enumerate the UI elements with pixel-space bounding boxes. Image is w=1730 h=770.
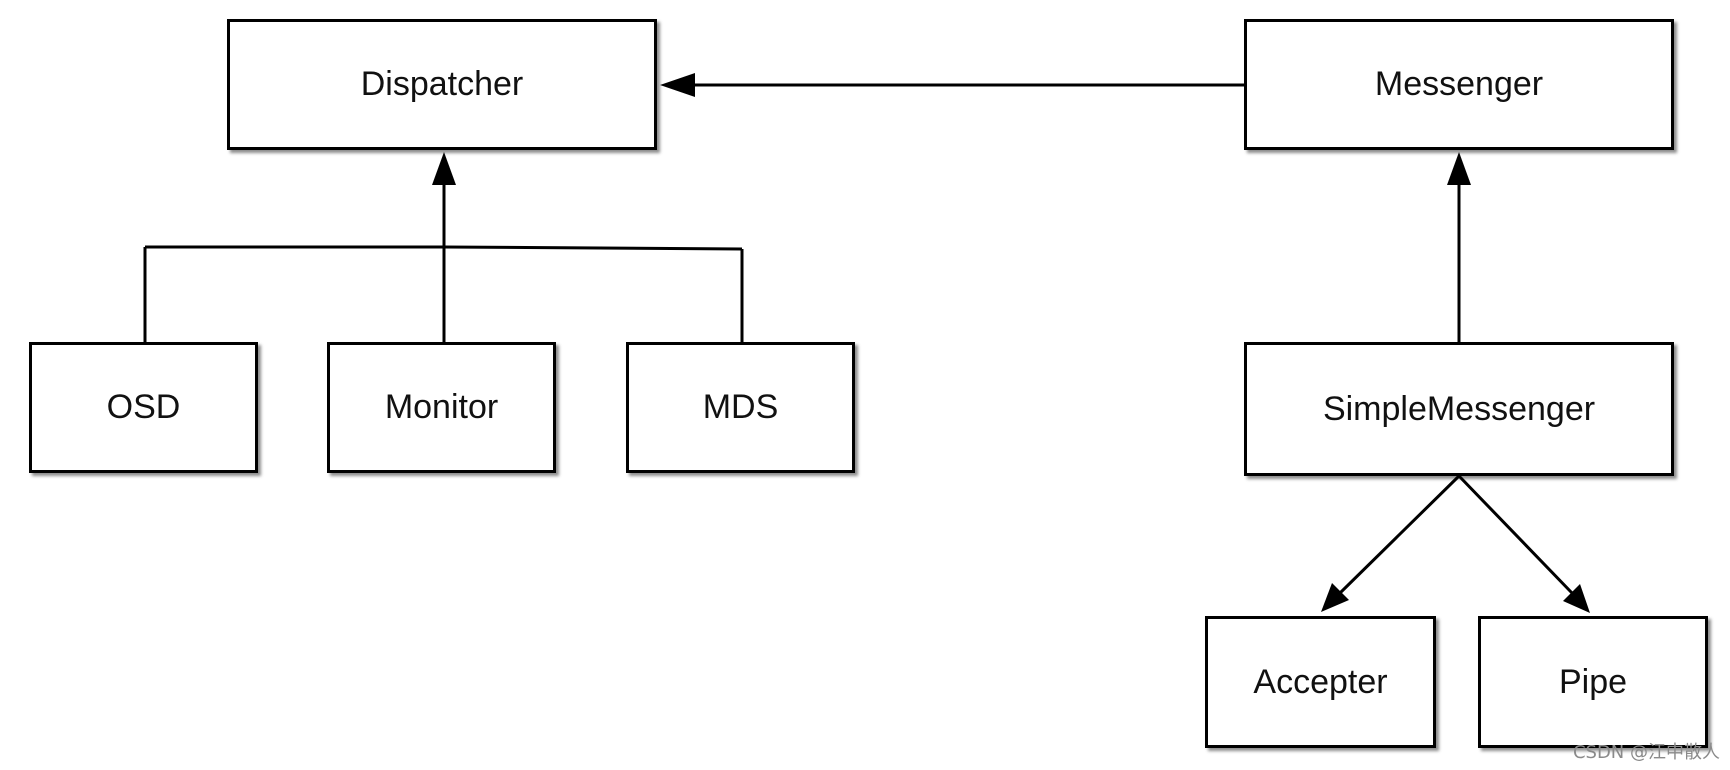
arrowhead-accepter xyxy=(1321,583,1349,612)
messenger-label: Messenger xyxy=(1374,65,1544,103)
arrowhead-dispatcher-left xyxy=(660,73,695,97)
watermark-text: CSDN @江中散人 xyxy=(1572,742,1720,763)
mds-box: MDS xyxy=(626,342,855,473)
pipe-box: Pipe xyxy=(1478,616,1708,748)
arrowhead-messenger-bottom xyxy=(1447,152,1471,185)
edge-simplemessenger-pipe xyxy=(1457,474,1574,595)
edge-simplemessenger-accepter xyxy=(1338,474,1461,595)
monitor-label: Monitor xyxy=(384,388,499,426)
dispatcher-label: Dispatcher xyxy=(360,65,524,103)
osd-box: OSD xyxy=(29,342,258,473)
simplemessenger-box: SimpleMessenger xyxy=(1244,342,1674,476)
simplemessenger-label: SimpleMessenger xyxy=(1322,389,1596,428)
arrowhead-pipe xyxy=(1563,584,1590,613)
dispatcher-box: Dispatcher xyxy=(227,19,657,150)
mds-label: MDS xyxy=(702,388,779,426)
accepter-label: Accepter xyxy=(1253,662,1388,701)
edge-tree-bar-right xyxy=(443,245,743,251)
osd-label: OSD xyxy=(106,388,181,426)
accepter-box: Accepter xyxy=(1205,616,1436,748)
monitor-box: Monitor xyxy=(327,342,556,473)
messenger-box: Messenger xyxy=(1244,19,1674,150)
arrowhead-dispatcher-bottom xyxy=(432,152,456,185)
pipe-label: Pipe xyxy=(1558,662,1628,701)
